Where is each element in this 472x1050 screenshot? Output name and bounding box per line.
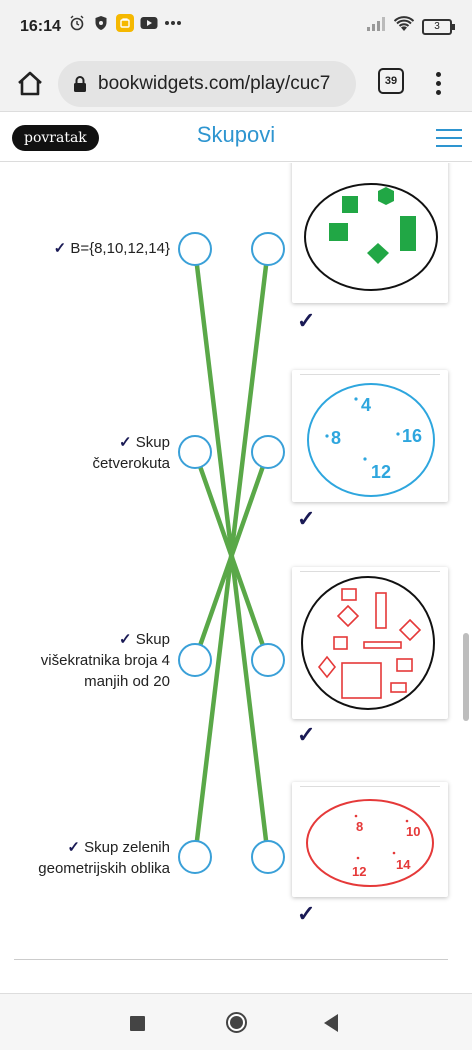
home-nav-icon[interactable]	[226, 1012, 247, 1033]
kebab-dot	[435, 89, 441, 95]
browser-menu-button[interactable]	[428, 66, 448, 100]
page-title: Skupovi	[196, 122, 276, 147]
red-number-set-image: 8 10 12 14	[306, 799, 434, 887]
more-notifications-icon	[164, 14, 182, 32]
left-item-4: ✓ Skup zelenih geometrijskih oblika	[38, 837, 170, 879]
home-icon	[18, 71, 42, 96]
app-notification-icon	[116, 14, 134, 32]
wifi-icon	[393, 16, 415, 37]
right-connector-3[interactable]	[251, 643, 285, 677]
left-item-text: manjih od 20	[84, 673, 170, 690]
left-item-text: višekratnika broja 4	[40, 652, 170, 669]
left-connector-2[interactable]	[178, 435, 212, 469]
number-8: 8	[331, 428, 341, 448]
left-item-text: Skup zelenih	[84, 839, 170, 856]
left-item-2: ✓ Skup četverokuta	[92, 432, 170, 474]
hamburger-menu-icon[interactable]	[436, 129, 462, 147]
red-quadrilaterals-image	[301, 576, 435, 710]
left-item-text: geometrijskih oblika	[38, 860, 170, 877]
status-bar: 16:14 3	[0, 0, 472, 56]
check-icon: ✓	[67, 839, 80, 856]
kebab-dot	[435, 80, 441, 86]
status-system-icons: 3	[366, 16, 455, 37]
kebab-dot	[435, 71, 441, 77]
right-connector-4[interactable]	[251, 840, 285, 874]
left-connector-1[interactable]	[178, 232, 212, 266]
back-button[interactable]: povratak	[12, 125, 99, 151]
divider	[14, 959, 448, 960]
check-icon: ✓	[119, 434, 132, 451]
check-icon: ✓	[53, 240, 67, 257]
number-16: 16	[402, 426, 422, 446]
app-header: povratak Skupovi	[0, 112, 472, 162]
match-line-4	[192, 246, 271, 860]
browser-toolbar: bookwidgets.com/play/cuc7 39	[0, 56, 472, 112]
matching-exercise: ✓ B={8,10,12,14} ✓ Skup četverokuta ✓ Sk…	[0, 163, 472, 993]
left-connector-4[interactable]	[178, 840, 212, 874]
left-item-text: Skup	[135, 434, 170, 451]
address-bar[interactable]: bookwidgets.com/play/cuc7	[58, 61, 356, 107]
answer-card-red-numbers[interactable]: 8 10 12 14	[292, 782, 448, 897]
number-12: 12	[352, 864, 366, 879]
left-item-1: ✓ B={8,10,12,14}	[54, 238, 170, 259]
answer-card-green-shapes[interactable]	[292, 163, 448, 303]
status-time: 16:14	[20, 18, 61, 35]
answer-check-4: ✓	[297, 901, 316, 926]
tab-switcher-button[interactable]: 39	[378, 68, 404, 94]
youtube-icon	[140, 14, 158, 32]
right-connector-1[interactable]	[251, 232, 285, 266]
lock-icon	[74, 76, 86, 92]
recent-apps-icon[interactable]	[130, 1016, 145, 1031]
number-12: 12	[371, 462, 391, 482]
home-button[interactable]	[14, 68, 46, 100]
alarm-icon	[68, 14, 86, 32]
number-10: 10	[406, 824, 420, 839]
status-notification-icons	[68, 14, 182, 32]
number-4: 4	[361, 395, 371, 415]
check-icon: ✓	[119, 631, 132, 648]
system-navigation-bar	[0, 993, 472, 1050]
green-shapes-image	[304, 183, 438, 291]
number-14: 14	[396, 857, 411, 872]
left-connector-3[interactable]	[178, 643, 212, 677]
url-text: bookwidgets.com/play/cuc7	[98, 73, 331, 94]
battery-level: 3	[434, 21, 440, 32]
battery-icon: 3	[422, 18, 455, 35]
left-item-text: Skup	[135, 631, 170, 648]
signal-icon	[366, 16, 386, 37]
blue-number-set-image: 4 8 16 12	[307, 383, 435, 497]
right-connector-2[interactable]	[251, 435, 285, 469]
left-item-3: ✓ Skup višekratnika broja 4 manjih od 20	[41, 629, 170, 692]
back-nav-icon[interactable]	[324, 1014, 338, 1032]
answer-check-3: ✓	[297, 722, 316, 747]
number-8: 8	[356, 819, 363, 834]
shield-icon	[92, 14, 110, 32]
tab-count: 39	[384, 75, 398, 87]
answer-check-2: ✓	[297, 506, 316, 531]
left-item-text: B={8,10,12,14}	[70, 240, 170, 257]
answer-card-blue-numbers[interactable]: 4 8 16 12	[292, 370, 448, 502]
answer-card-red-quadrilaterals[interactable]	[292, 567, 448, 719]
match-lines	[192, 246, 271, 860]
scrollbar-thumb[interactable]	[463, 633, 469, 721]
answer-check-1: ✓	[297, 308, 316, 333]
left-item-text: četverokuta	[92, 455, 170, 472]
